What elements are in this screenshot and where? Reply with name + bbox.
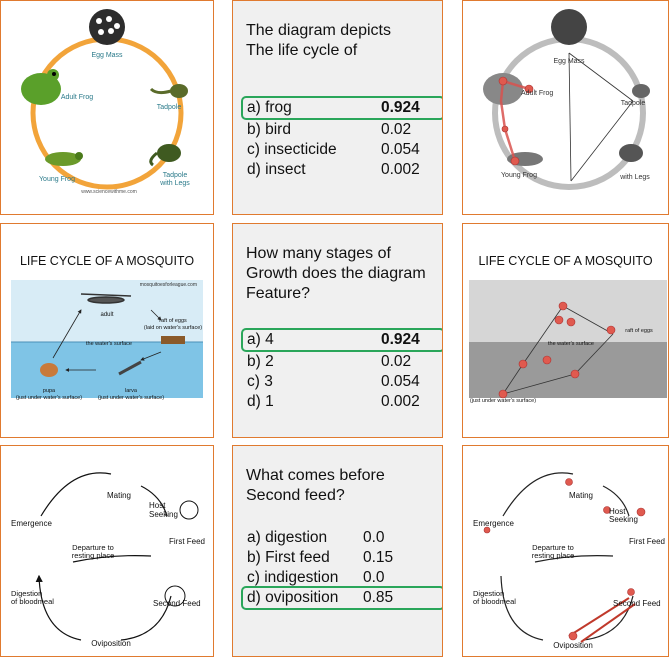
svg-text:raft of eggs: raft of eggs	[625, 328, 653, 334]
svg-text:Departure to: Departure to	[72, 543, 114, 552]
svg-text:Young Frog: Young Frog	[501, 172, 537, 179]
svg-text:Seeking: Seeking	[149, 510, 178, 519]
svg-text:First Feed: First Feed	[169, 537, 205, 546]
question-panel-1: The diagram depicts The life cycle of a)…	[232, 0, 443, 215]
svg-text:Mating: Mating	[569, 491, 593, 500]
image-title: LIFE CYCLE OF A MOSQUITO	[19, 254, 195, 268]
svg-text:resting place: resting place	[532, 551, 575, 560]
svg-text:Oviposition: Oviposition	[553, 641, 593, 650]
svg-text:Egg Mass: Egg Mass	[553, 58, 585, 65]
adult-frog-label: Adult Frog	[61, 94, 93, 101]
svg-text:Digestion: Digestion	[473, 589, 504, 598]
svg-text:(laid on water's surface): (laid on water's surface)	[144, 325, 202, 331]
svg-text:mosquitoesforleague.com: mosquitoesforleague.com	[140, 282, 197, 288]
svg-text:raft of eggs: raft of eggs	[159, 318, 187, 324]
question-panel-2: How many stages of Growth does the diagr…	[232, 223, 443, 438]
mosquito-lifecycle-image: LIFE CYCLE OF A MOSQUITO mosquitoesforle…	[0, 223, 214, 438]
question-text: How many stages of Growth does the diagr…	[246, 245, 426, 302]
svg-text:adult: adult	[100, 312, 113, 318]
svg-text:(just under water's surface): (just under water's surface)	[98, 395, 164, 401]
svg-text:with Legs: with Legs	[159, 180, 190, 187]
svg-text:larva: larva	[125, 388, 138, 394]
svg-text:the water's surface: the water's surface	[86, 341, 132, 347]
svg-text:(just under water's surface): (just under water's surface)	[470, 398, 536, 404]
tadpole-label: Tadpole	[157, 104, 182, 111]
svg-text:First Feed: First Feed	[629, 537, 665, 546]
egg-mass-label: Egg Mass	[91, 52, 123, 59]
svg-text:Adult Frog: Adult Frog	[521, 90, 553, 97]
svg-text:Emergence: Emergence	[11, 519, 52, 528]
svg-text:Emergence: Emergence	[473, 519, 514, 528]
svg-text:of bloodmeal: of bloodmeal	[473, 597, 516, 606]
svg-text:www.sciencewithme.com: www.sciencewithme.com	[81, 189, 137, 195]
image-title: LIFE CYCLE OF A MOSQUITO	[478, 254, 653, 268]
svg-text:the water's surface: the water's surface	[548, 341, 594, 347]
svg-text:Departure to: Departure to	[532, 543, 574, 552]
svg-text:with Legs: with Legs	[619, 174, 650, 181]
svg-text:pupa: pupa	[43, 388, 56, 394]
young-frog-label: Young Frog	[39, 176, 75, 183]
svg-text:Host: Host	[609, 507, 626, 516]
svg-text:Oviposition: Oviposition	[91, 639, 131, 648]
svg-text:Seeking: Seeking	[609, 515, 638, 524]
feeding-cycle-attention-image: Mating Host Seeking First Feed Emergence…	[462, 445, 669, 657]
svg-text:of bloodmeal: of bloodmeal	[11, 597, 54, 606]
svg-text:Digestion: Digestion	[11, 589, 42, 598]
mosquito-attention-image: LIFE CYCLE OF A MOSQUITO raft of eggs th…	[462, 223, 669, 438]
svg-text:Tadpole: Tadpole	[621, 100, 646, 107]
svg-text:Second Feed: Second Feed	[153, 599, 201, 608]
svg-text:resting place: resting place	[72, 551, 115, 560]
mosquito-feeding-cycle-image: Mating Host Seeking First Feed Emergence…	[0, 445, 214, 657]
frog-attention-image: Egg Mass Tadpole Young Frog with Legs Ad…	[462, 0, 669, 215]
svg-text:(just under water's surface): (just under water's surface)	[16, 395, 82, 401]
question-text: What comes before Second feed?	[246, 467, 385, 504]
frog-lifecycle-image: Egg Mass Tadpole Tadpole with Legs Young…	[0, 0, 214, 215]
svg-text:Host: Host	[149, 501, 166, 510]
svg-text:Second Feed: Second Feed	[613, 599, 661, 608]
svg-text:Mating: Mating	[107, 491, 131, 500]
question-text: The diagram depicts The life cycle of	[246, 22, 391, 59]
question-panel-3: What comes before Second feed? a) digest…	[232, 445, 443, 657]
svg-text:Tadpole: Tadpole	[163, 172, 188, 179]
